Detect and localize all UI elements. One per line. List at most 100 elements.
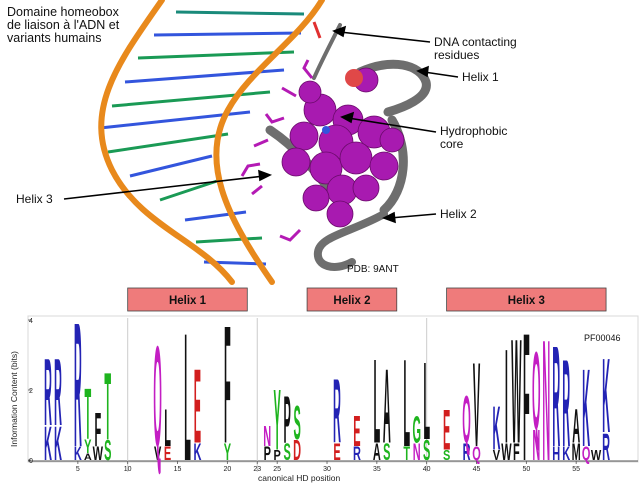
logo-letter: E — [333, 438, 340, 465]
annotation-labels: DNA contacting residues Helix 1 Hydropho… — [16, 35, 517, 275]
logo-letter: G — [412, 407, 421, 451]
y-tick-label: 2 — [29, 388, 33, 395]
logo-letter: L — [403, 333, 410, 472]
logo-letter: T — [84, 373, 91, 454]
logo-letter: T — [403, 444, 410, 465]
logo-letter: S — [283, 438, 290, 465]
figure-title: Domaine homeobox de liaison à l'ADN et v… — [7, 5, 120, 45]
logo-letter: L — [373, 335, 380, 469]
x-tick-label: 55 — [572, 466, 580, 473]
plot-frame — [27, 315, 639, 463]
logo-letter: V — [493, 447, 501, 464]
logo-letter: L — [164, 400, 171, 458]
helix2-label: Helix 2 — [440, 207, 477, 221]
logo-letter: L — [423, 339, 430, 463]
logo-letter: A — [383, 347, 391, 465]
logo-letter: T — [104, 353, 111, 460]
title-line-1: Domaine homeobox — [7, 5, 120, 19]
logo-letter: R — [44, 339, 52, 446]
logo-letter: W — [93, 444, 104, 465]
x-tick-label: 5 — [76, 466, 80, 473]
logo-letter: W — [591, 447, 602, 464]
x-tick-label: 23 — [253, 466, 261, 473]
helix-box-label: Helix 3 — [508, 295, 545, 307]
structure-illustration — [98, 0, 431, 285]
logo-letter: R — [54, 339, 62, 446]
logo-letter: R — [74, 285, 82, 484]
logo-letter: F — [513, 438, 520, 465]
title-line-2: de liaison à l'ADN et — [7, 18, 120, 32]
logo-letter: K — [562, 444, 570, 465]
logo-letter: R — [552, 316, 560, 477]
logo-letter: S — [293, 398, 300, 450]
logo-letter: M — [572, 438, 581, 465]
logo-letter: S — [383, 438, 390, 465]
x-tick-label: 10 — [124, 466, 132, 473]
y-tick-label: 0 — [29, 458, 33, 465]
helix3-label: Helix 3 — [16, 192, 53, 206]
x-axis-label: canonical HD position — [258, 473, 340, 483]
helix-box — [446, 287, 607, 312]
helix-box-label: Helix 1 — [169, 295, 207, 307]
hydrophobic-line-2: core — [440, 137, 464, 151]
helix1-label: Helix 1 — [462, 70, 499, 84]
logo-letter: K — [74, 444, 82, 465]
logo-letter: Q — [532, 329, 541, 453]
logo-letter: P — [283, 382, 290, 457]
logo-letter: V — [154, 444, 162, 465]
title-line-3: variants humains — [7, 31, 102, 45]
logo-letter: I — [505, 323, 508, 472]
dna-strand-b — [213, 0, 325, 285]
logo-letter: E — [443, 398, 450, 462]
logo-letter: F — [523, 296, 530, 487]
logo-letter: R — [562, 333, 570, 472]
logo-letter: Y — [224, 438, 232, 465]
logo-letter: A — [373, 438, 381, 465]
logo-letter: N — [532, 422, 540, 470]
logo-letter: E — [353, 408, 360, 456]
logo-letter: W — [501, 438, 512, 465]
logo-letter: Q — [582, 444, 591, 465]
annotation-arrows — [63, 25, 459, 224]
logo-letter: Q — [153, 316, 162, 477]
logo-letter: E — [164, 444, 171, 465]
x-tick-label: 35 — [373, 466, 381, 473]
logo-letter: Y — [84, 437, 92, 458]
logo-letter: A — [84, 453, 93, 463]
logo-letter: Q — [462, 382, 471, 457]
logo-letter: H — [552, 444, 560, 465]
x-tick-label: 30 — [323, 466, 331, 473]
logo-letter: N — [542, 303, 550, 487]
logo-letter: K — [54, 419, 62, 471]
logo-letter: A — [572, 401, 580, 453]
helix-box — [127, 287, 248, 312]
x-tick-label: 40 — [423, 466, 431, 473]
logo-letter: K — [194, 438, 202, 465]
pfam-label: PF00046 — [584, 333, 621, 343]
blue-atom — [322, 126, 330, 134]
logo-letter: L — [184, 296, 191, 487]
logo-grid — [127, 318, 428, 472]
logo-letter: K — [582, 346, 590, 470]
helix-band: Helix 3 — [446, 287, 607, 312]
logo-letter: N — [413, 438, 421, 465]
y-tick-labels: 0 2 4 — [28, 318, 33, 465]
logo-letter: K — [602, 336, 610, 454]
logo-letter: S — [104, 434, 111, 467]
dna-contacting-line-1: DNA contacting — [434, 35, 517, 49]
logo-letter: Q — [472, 444, 481, 465]
logo-letter: R — [333, 360, 341, 462]
y-tick-label: 4 — [29, 318, 33, 325]
logo-letter: K — [44, 419, 52, 471]
logo-letter: R — [602, 425, 610, 469]
logo-letter: P — [264, 444, 271, 465]
logo-letter: E — [194, 347, 201, 465]
hydrophobic-line-1: Hydrophobic — [440, 124, 507, 138]
x-tick-label: 15 — [174, 466, 182, 473]
logo-letter: S — [443, 447, 451, 464]
